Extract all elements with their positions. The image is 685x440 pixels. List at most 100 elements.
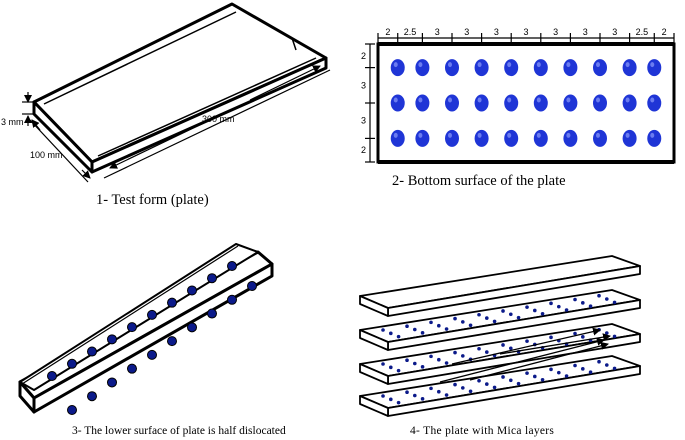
hole — [247, 281, 257, 291]
column-spacing-label: 3 — [523, 27, 528, 37]
hole — [485, 350, 489, 354]
hole — [533, 129, 548, 147]
hole — [647, 129, 662, 147]
column-spacing-label: 3 — [583, 27, 588, 37]
hole — [612, 366, 617, 371]
hole — [485, 382, 489, 386]
caption-dislocated: 3- The lower surface of plate is half di… — [72, 425, 286, 437]
hole — [405, 358, 409, 362]
hole — [509, 378, 513, 383]
upper-half-top-face — [19, 243, 259, 391]
hole — [474, 129, 489, 147]
hole — [107, 377, 117, 388]
hole — [420, 397, 425, 401]
hole — [597, 293, 601, 298]
hole — [573, 297, 577, 302]
hole — [461, 386, 465, 390]
hole — [581, 367, 585, 371]
hole — [420, 331, 425, 335]
hole — [453, 382, 457, 387]
hole — [593, 129, 607, 147]
hole — [413, 327, 417, 332]
hole — [147, 309, 157, 320]
mica-layer — [359, 255, 641, 317]
column-spacing-label: 2.5 — [636, 27, 649, 37]
hole — [501, 375, 505, 379]
hole — [647, 94, 662, 112]
hole — [549, 335, 553, 340]
row-spacing-label: 2 — [361, 145, 366, 155]
hole — [612, 300, 617, 305]
hole — [573, 363, 577, 368]
hole — [127, 363, 137, 374]
hole — [563, 94, 578, 112]
column-spacing-label: 3 — [464, 27, 469, 37]
hole — [167, 336, 177, 347]
column-spacing-label: 2 — [662, 27, 667, 37]
hole — [67, 358, 77, 369]
hole — [67, 405, 77, 415]
hole — [461, 354, 465, 358]
hole — [581, 335, 585, 339]
column-spacing-label: 3 — [435, 27, 440, 37]
width-label: 100 mm — [30, 150, 63, 160]
hole — [187, 285, 197, 296]
hole — [389, 331, 393, 336]
hole — [588, 304, 593, 308]
hole — [605, 363, 609, 367]
hole — [533, 94, 548, 112]
hole — [504, 129, 519, 147]
hole — [127, 322, 137, 333]
hole — [429, 386, 433, 391]
hole — [525, 305, 529, 309]
hole — [549, 301, 553, 306]
hole — [501, 309, 505, 313]
hole — [453, 350, 457, 355]
column-spacing-label: 2.5 — [404, 27, 417, 37]
hole — [147, 349, 157, 360]
column-spacing-label: 2 — [385, 27, 390, 37]
hole — [415, 59, 430, 77]
hole — [390, 94, 405, 112]
hole — [429, 320, 433, 325]
hole — [485, 316, 489, 320]
hole — [557, 304, 561, 309]
hole — [87, 346, 97, 357]
hole — [504, 94, 519, 112]
hole — [227, 294, 237, 305]
hole — [444, 361, 449, 365]
hole — [413, 393, 417, 398]
test-plate-drawing — [32, 2, 328, 174]
hole — [647, 59, 662, 77]
hole — [525, 371, 529, 375]
test-plate-dimensions — [22, 65, 331, 183]
hole — [549, 367, 553, 372]
hole — [390, 59, 405, 77]
hole — [445, 59, 459, 77]
hole — [461, 320, 465, 324]
hole — [429, 354, 433, 359]
row-spacing-label: 3 — [361, 116, 366, 126]
column-spacing-label: 3 — [612, 27, 617, 37]
hole — [557, 370, 561, 375]
hole — [509, 312, 513, 317]
hole — [588, 370, 593, 374]
hole — [612, 334, 617, 339]
hole — [564, 374, 569, 378]
hole — [381, 328, 385, 332]
plate-side-face — [90, 56, 328, 174]
hole — [474, 59, 489, 77]
hole-grid — [390, 59, 662, 147]
hole — [533, 59, 548, 77]
row-spacing-label: 3 — [361, 80, 366, 90]
hole — [516, 315, 521, 320]
dislocated-holes — [47, 261, 257, 415]
hole — [420, 365, 425, 369]
hole — [540, 378, 545, 382]
hole — [415, 129, 430, 147]
hole — [389, 397, 393, 402]
hole — [207, 273, 217, 284]
mica-layer — [359, 289, 641, 351]
